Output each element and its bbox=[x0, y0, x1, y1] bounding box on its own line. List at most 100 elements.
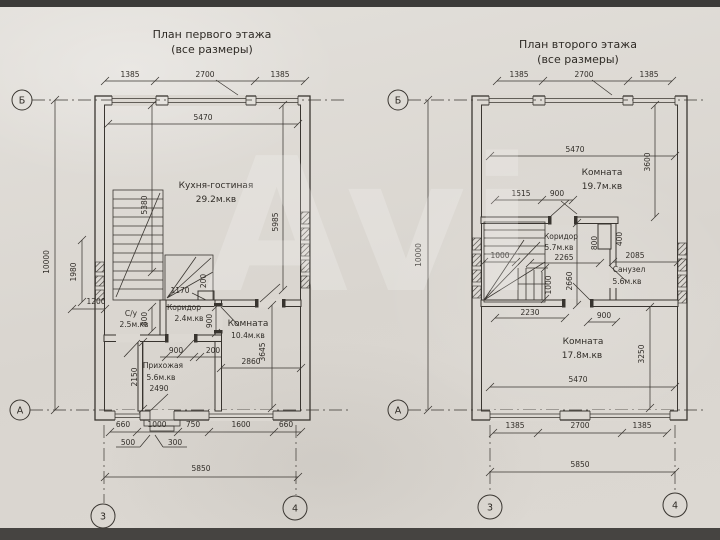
dim: 200 bbox=[206, 346, 221, 355]
dim: 900 bbox=[597, 311, 612, 320]
room-label: Комната bbox=[582, 168, 623, 178]
room-area: 17.8м.кв bbox=[562, 351, 602, 361]
dim: 1385 bbox=[509, 70, 528, 79]
plan2-subtitle: (все размеры) bbox=[537, 53, 619, 66]
dim: 3645 bbox=[258, 342, 267, 361]
staircase-1 bbox=[112, 189, 214, 301]
dim: 2265 bbox=[554, 253, 573, 262]
windows-bottom-2 bbox=[489, 410, 671, 421]
dim: 2150 bbox=[130, 367, 139, 386]
windows-top-1 bbox=[111, 95, 299, 106]
dim: 1000 bbox=[147, 420, 166, 429]
dim-lines-2 bbox=[423, 76, 683, 477]
dim: 1600 bbox=[231, 420, 250, 429]
dim: 1385 bbox=[505, 421, 524, 430]
axis-row-bottom-2: А bbox=[395, 406, 402, 417]
room-label: Прихожая bbox=[143, 361, 183, 370]
dim: 1170 bbox=[170, 286, 189, 295]
dim: 400 bbox=[615, 232, 624, 247]
dim: 1515 bbox=[511, 189, 530, 198]
axis-bubbles-1: Б А 3 4 bbox=[9, 89, 308, 529]
dim-lines-1 bbox=[50, 76, 310, 482]
dim: 900 bbox=[169, 346, 184, 355]
room-label: Кухня-гостиная bbox=[179, 181, 254, 191]
grid-axes-2 bbox=[408, 99, 706, 494]
dim: 2085 bbox=[625, 251, 644, 260]
room-label: Коридор bbox=[167, 303, 201, 312]
dim: 1385 bbox=[639, 70, 658, 79]
dim: 900 bbox=[205, 314, 214, 329]
dim: 2490 bbox=[149, 384, 168, 393]
photo-background-top bbox=[0, 0, 720, 8]
second-floor-plan: Б А 3 4 План второго этажа (все размеры)… bbox=[387, 38, 706, 520]
outer-walls-1 bbox=[94, 95, 311, 421]
dim: 5470 bbox=[568, 375, 587, 384]
room-area: 5.6м.кв bbox=[147, 373, 176, 382]
room-label: Комната bbox=[563, 337, 604, 347]
room-area: 5.7м.кв bbox=[545, 243, 574, 252]
dim: 5985 bbox=[271, 212, 280, 231]
axis-row-top-1: Б bbox=[19, 96, 26, 107]
plan1-subtitle: (все размеры) bbox=[171, 43, 253, 56]
room-label: Комната bbox=[228, 319, 269, 329]
piers-1 bbox=[95, 211, 310, 301]
room-area: 19.7м.кв bbox=[582, 182, 622, 192]
dim: 2700 bbox=[195, 70, 214, 79]
dim: 750 bbox=[186, 420, 201, 429]
windows-bottom-1 bbox=[114, 393, 274, 432]
plan2-title: План второго этажа bbox=[519, 38, 637, 51]
dim: 1385 bbox=[120, 70, 139, 79]
dim: 5470 bbox=[565, 145, 584, 154]
room-area: 2.5м.кв bbox=[120, 320, 149, 329]
dim: 1980 bbox=[69, 262, 78, 281]
dim: 500 bbox=[121, 438, 136, 447]
axis-row-top-2: Б bbox=[395, 96, 402, 107]
plan1-title: План первого этажа bbox=[153, 28, 272, 41]
dim: 1000 bbox=[490, 251, 509, 260]
dim: 900 bbox=[550, 189, 565, 198]
dim: 10000 bbox=[42, 250, 51, 274]
axis-row-bottom-1: А bbox=[17, 406, 24, 417]
dim: 10000 bbox=[414, 243, 423, 267]
dim: 5850 bbox=[191, 464, 210, 473]
dim: 660 bbox=[279, 420, 294, 429]
dim: 800 bbox=[140, 312, 149, 327]
dim: 300 bbox=[168, 438, 183, 447]
axis-col-left-1: 3 bbox=[100, 512, 106, 523]
room-area: 10.4м.кв bbox=[231, 331, 265, 340]
axis-col-right-2: 4 bbox=[672, 501, 678, 512]
room-label: Санузел bbox=[613, 265, 646, 274]
dim: 1000 bbox=[544, 275, 553, 294]
dim: 3250 bbox=[637, 344, 646, 363]
dim: 2230 bbox=[520, 308, 539, 317]
dim: 2700 bbox=[574, 70, 593, 79]
dim: 2660 bbox=[565, 271, 574, 290]
dim: 1385 bbox=[632, 421, 651, 430]
dim: 2860 bbox=[241, 357, 260, 366]
dim: 1385 bbox=[270, 70, 289, 79]
axis-bubbles-2: Б А 3 4 bbox=[387, 89, 688, 520]
room-label: С/у bbox=[125, 309, 138, 318]
dim: 200 bbox=[199, 274, 208, 289]
dim: 1200 bbox=[86, 297, 105, 306]
room-label: Коридор bbox=[544, 232, 578, 241]
drawing-sheet bbox=[0, 7, 720, 528]
room-area: 29.2м.кв bbox=[196, 195, 236, 205]
room-area: 2.4м.кв bbox=[175, 314, 204, 323]
axis-col-right-1: 4 bbox=[292, 504, 298, 515]
room-area: 5.6м.кв bbox=[613, 277, 642, 286]
windows-top-2 bbox=[488, 95, 676, 106]
interior-walls-1 bbox=[103, 283, 302, 412]
dim: 5470 bbox=[193, 113, 212, 122]
photo-background-bottom bbox=[0, 527, 720, 540]
dim: 3600 bbox=[643, 152, 652, 171]
first-floor-plan: Б А 3 4 План первого этажа (все размеры)… bbox=[9, 28, 348, 529]
dim: 800 bbox=[590, 236, 599, 251]
dim: 2700 bbox=[570, 421, 589, 430]
piers-2 bbox=[472, 237, 687, 304]
dim: 660 bbox=[116, 420, 131, 429]
axis-col-left-2: 3 bbox=[487, 503, 493, 514]
dim: 5380 bbox=[140, 195, 149, 214]
